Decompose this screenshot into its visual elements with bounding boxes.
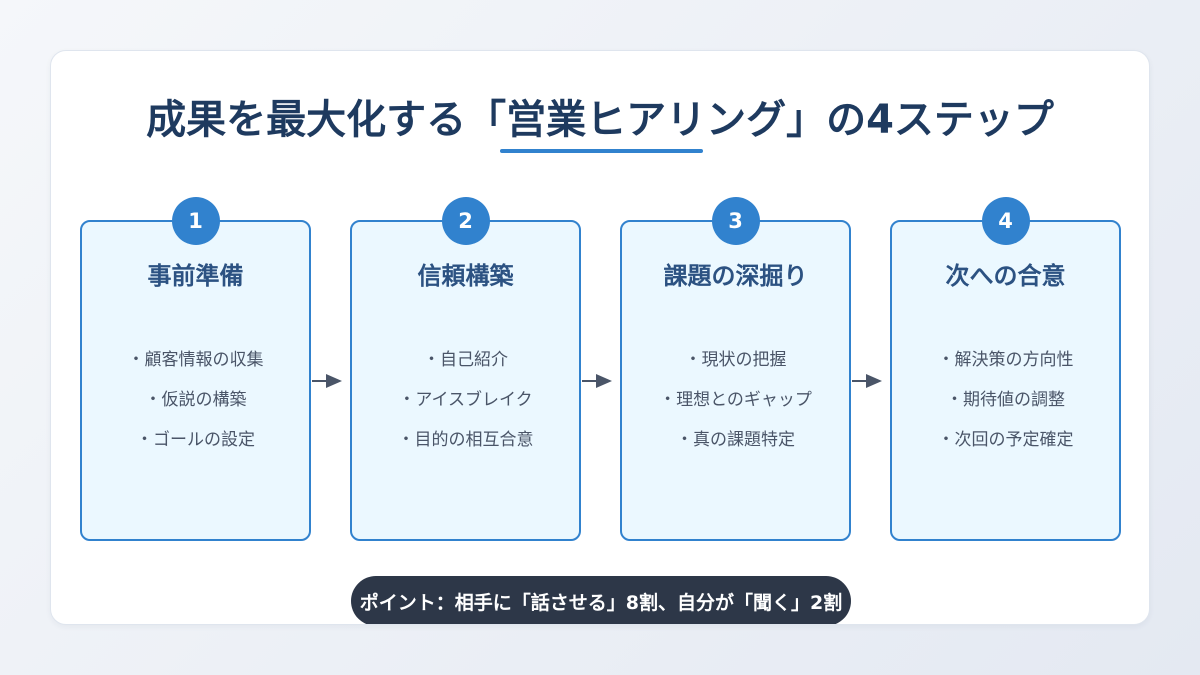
- main-card: 成果を最大化する「営業ヒアリング」の4ステップ 1 事前準備 ・顧客情報の収集 …: [50, 50, 1150, 625]
- step-item: ・自己紹介: [423, 350, 508, 370]
- step-title: 次への合意: [945, 262, 1066, 290]
- arrow-right-icon: [312, 374, 342, 388]
- step-number-badge: 1: [171, 197, 220, 245]
- step-title: 事前準備: [147, 262, 244, 290]
- arrow-right-icon: [852, 374, 882, 388]
- step-item-list: ・解決策の方向性 ・期待値の調整 ・次回の予定確定: [892, 340, 1119, 460]
- step-title: 信頼構築: [417, 262, 514, 290]
- step-number-badge: 3: [711, 197, 760, 245]
- step-item: ・アイスブレイク: [398, 390, 533, 410]
- step-item: ・ゴールの設定: [136, 430, 255, 450]
- title-underline: [500, 149, 703, 153]
- step-number-badge: 2: [441, 197, 490, 245]
- step-item: ・真の課題特定: [676, 430, 795, 450]
- step-item: ・解決策の方向性: [937, 350, 1074, 370]
- page-title: 成果を最大化する「営業ヒアリング」の4ステップ: [146, 97, 1054, 143]
- step-card-1: 1 事前準備 ・顧客情報の収集 ・仮説の構築 ・ゴールの設定: [80, 197, 311, 541]
- arrow-right-icon: [582, 374, 612, 388]
- step-card-4: 4 次への合意 ・解決策の方向性 ・期待値の調整 ・次回の予定確定: [890, 197, 1121, 541]
- key-point-text: ポイント：相手に「話させる」8割、自分が「聞く」2割: [359, 591, 843, 614]
- step-title: 課題の深掘り: [663, 262, 808, 290]
- step-item: ・仮説の構築: [144, 390, 247, 410]
- step-item: ・理想とのギャップ: [659, 390, 812, 410]
- step-item: ・期待値の調整: [946, 390, 1065, 410]
- step-item: ・次回の予定確定: [937, 430, 1074, 450]
- step-item: ・顧客情報の収集: [127, 350, 264, 370]
- step-card-2: 2 信頼構築 ・自己紹介 ・アイスブレイク ・目的の相互合意: [350, 197, 581, 541]
- step-item-list: ・顧客情報の収集 ・仮説の構築 ・ゴールの設定: [82, 340, 309, 460]
- key-point-banner: ポイント：相手に「話させる」8割、自分が「聞く」2割: [351, 576, 851, 624]
- step-item-list: ・自己紹介 ・アイスブレイク ・目的の相互合意: [352, 340, 579, 460]
- step-number-badge: 4: [981, 197, 1030, 245]
- step-item: ・現状の把握: [684, 350, 787, 370]
- step-item: ・目的の相互合意: [397, 430, 534, 450]
- step-item-list: ・現状の把握 ・理想とのギャップ ・真の課題特定: [622, 340, 849, 460]
- step-card-3: 3 課題の深掘り ・現状の把握 ・理想とのギャップ ・真の課題特定: [620, 197, 851, 541]
